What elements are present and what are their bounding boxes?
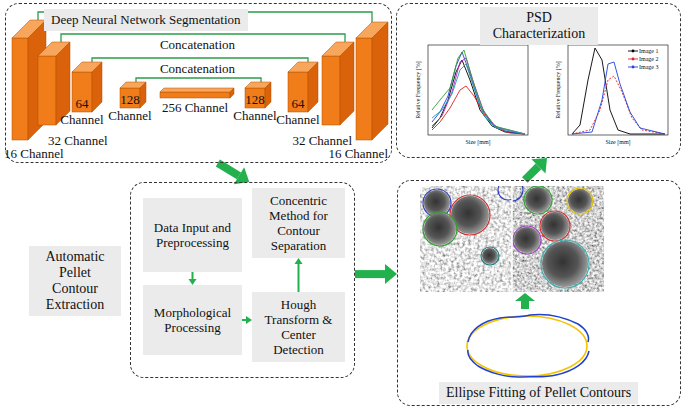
flow-arrow <box>295 258 303 292</box>
channel-label: 16 Channel <box>318 147 388 161</box>
channel-label: 128 Channel <box>107 92 153 124</box>
panel-title: Ellipse Fitting of Pellet Contours <box>439 382 638 404</box>
arrow-part <box>355 270 385 278</box>
axis-title: Relative Frequency [%] <box>554 48 562 132</box>
process-label: Data Input and Preprocessing <box>143 220 242 250</box>
process-box: Data Input and Preprocessing <box>143 198 242 272</box>
pellet-photo <box>420 179 604 292</box>
arrow-part <box>242 319 246 321</box>
ellipse-panel: Ellipse Fitting of Pellet Contours <box>397 180 681 406</box>
psd-chart-left <box>428 45 528 135</box>
flow-arrow <box>189 272 197 285</box>
legend-sample <box>628 64 638 70</box>
channel-label: 256 Channel <box>150 100 240 115</box>
channel-label: 32 Channel <box>48 134 120 148</box>
ellipse-fit <box>467 315 589 378</box>
process-box: Morphological Processing <box>143 285 242 355</box>
axis-title: Relative Frequency [%] <box>414 48 422 132</box>
legend-text: Image 1 <box>639 47 659 55</box>
arrow-part <box>295 258 303 264</box>
process-label: Concentric Method for Contour Separation <box>252 193 345 253</box>
panel-title: PSD Characterization <box>480 7 598 45</box>
unet-blocks <box>12 20 388 140</box>
flow-arrow <box>216 160 250 185</box>
channel-label: 128 Channel <box>232 92 278 124</box>
arrow-part <box>532 158 548 174</box>
panel-title: Automatic Pellet Contour Extraction <box>29 246 121 316</box>
panel-title: Deep Neural Network Segmentation <box>44 9 248 31</box>
flow-arrow <box>355 264 397 284</box>
process-label: Morphological Processing <box>143 305 242 335</box>
channel-label: 64 Channel <box>275 96 321 128</box>
channel-label: 32 Channel <box>272 134 352 148</box>
psd-panel: PSD Characterization <box>396 3 681 158</box>
legend-sample <box>628 48 638 54</box>
arrow-part <box>385 264 397 284</box>
psd-chart-right <box>568 45 668 135</box>
legend-sample <box>628 56 638 62</box>
channel-label: 64 Channel <box>59 96 105 128</box>
channel-label: 16 Channel <box>4 147 76 161</box>
small-up-arrow <box>515 293 535 309</box>
flow-arrow <box>242 316 252 324</box>
extraction-panel: Automatic Pellet Contour ExtractionData … <box>130 182 355 378</box>
process-label: Hough Transform & Center Detection <box>252 297 345 357</box>
axis-title: Size [mm] <box>448 138 508 146</box>
arrow-part <box>192 272 194 279</box>
process-box: Hough Transform & Center Detection <box>252 292 345 362</box>
concat-label: Concatenation <box>150 37 245 52</box>
concat-label: Concatenation <box>150 61 245 76</box>
process-box: Concentric Method for Contour Separation <box>252 188 345 258</box>
arrow-part <box>298 264 300 292</box>
legend-text: Image 2 <box>639 55 659 63</box>
legend-text: Image 3 <box>639 63 659 71</box>
axis-title: Size [mm] <box>588 138 648 146</box>
